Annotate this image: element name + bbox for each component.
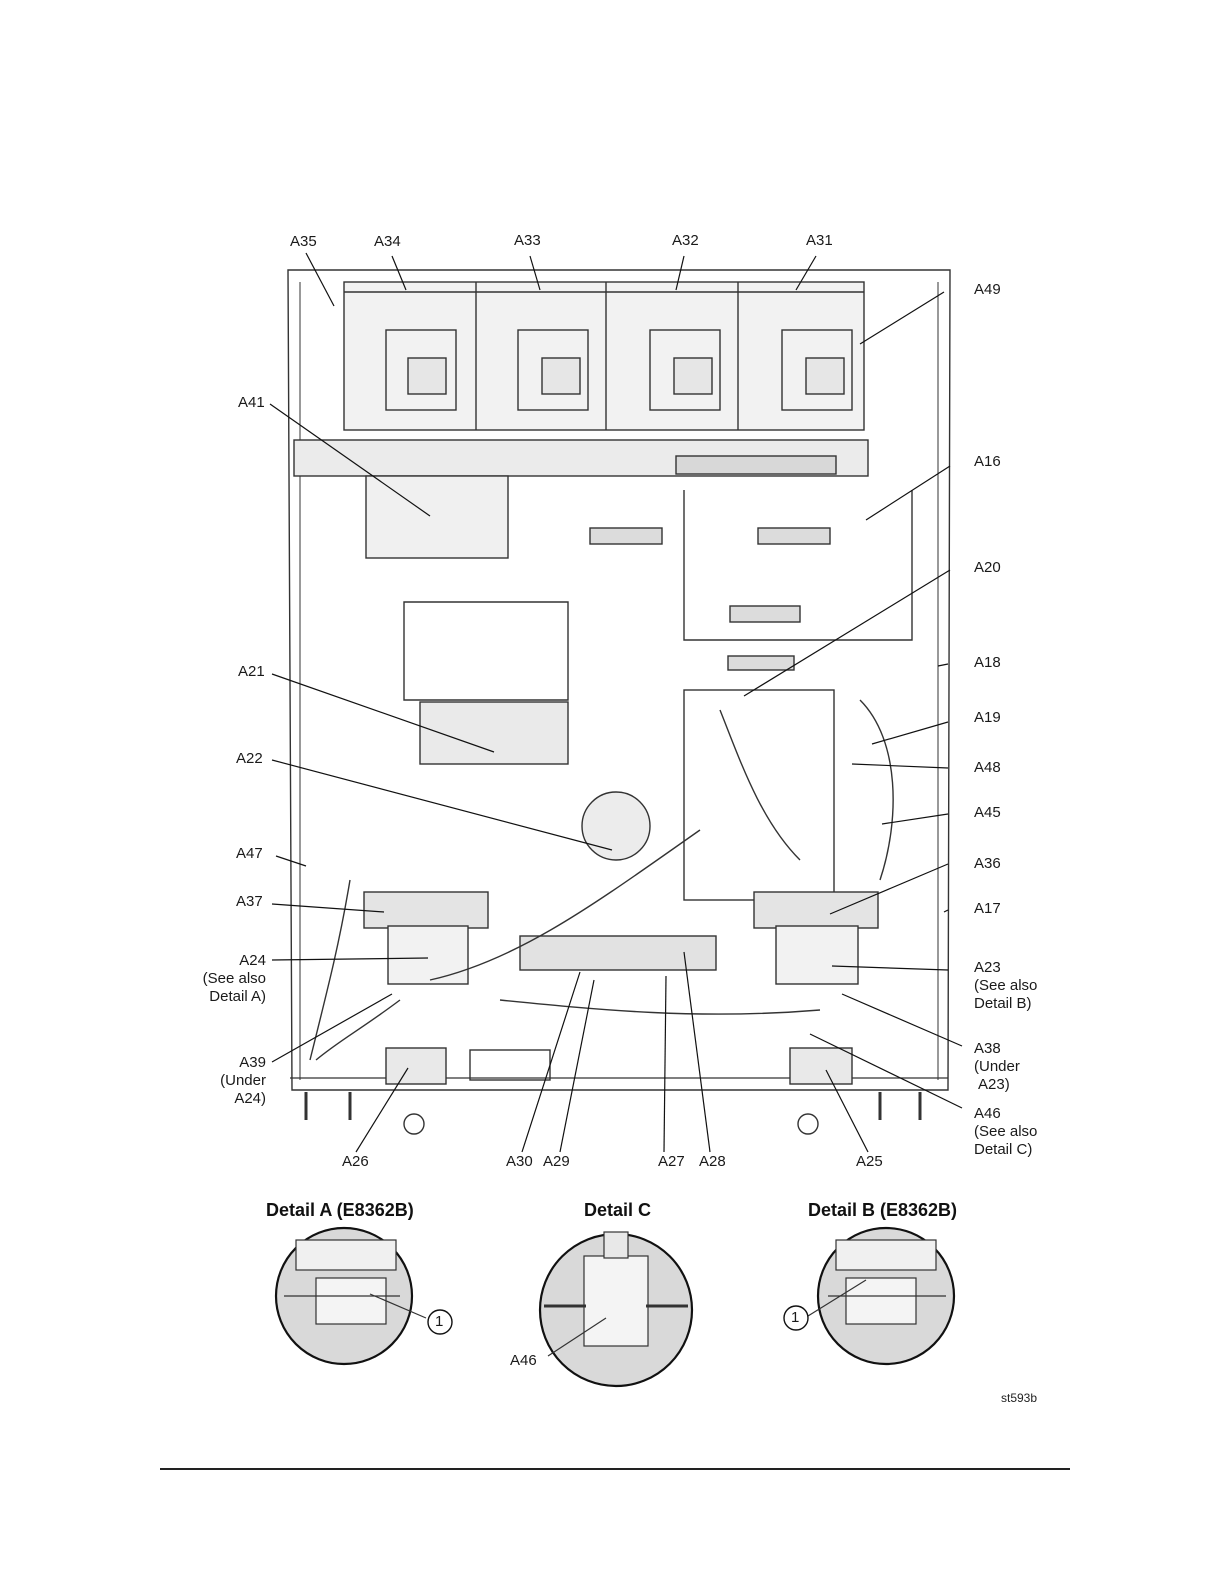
detail-a-marker: 1 bbox=[435, 1313, 443, 1331]
callout-a46-id: A46 bbox=[974, 1105, 1037, 1123]
callout-a38: A38 (Under A23) bbox=[974, 1040, 1020, 1094]
callout-a38-ref: A23) bbox=[974, 1076, 1020, 1094]
callout-a27: A27 bbox=[658, 1153, 685, 1171]
callout-a46-detail: Detail C) bbox=[974, 1141, 1037, 1159]
callout-a39-id: A39 bbox=[196, 1054, 266, 1072]
callout-a20: A20 bbox=[974, 559, 1001, 577]
figure-reference: st593b bbox=[1001, 1391, 1037, 1405]
callout-a25: A25 bbox=[856, 1153, 883, 1171]
callout-a32: A32 bbox=[672, 232, 699, 250]
callout-a18: A18 bbox=[974, 654, 1001, 672]
callout-a38-id: A38 bbox=[974, 1040, 1020, 1058]
callout-a26: A26 bbox=[342, 1153, 369, 1171]
callout-a17: A17 bbox=[974, 900, 1001, 918]
callout-a34: A34 bbox=[374, 233, 401, 251]
callout-a46-note: (See also bbox=[974, 1123, 1037, 1141]
detail-a-title: Detail A (E8362B) bbox=[266, 1200, 414, 1221]
callout-a28: A28 bbox=[699, 1153, 726, 1171]
a41-block bbox=[366, 476, 508, 558]
callout-a29: A29 bbox=[543, 1153, 570, 1171]
callout-a21: A21 bbox=[238, 663, 265, 681]
callout-a23: A23 (See also Detail B) bbox=[974, 959, 1037, 1013]
callout-a36: A36 bbox=[974, 855, 1001, 873]
callout-a24: A24 (See also Detail A) bbox=[186, 952, 266, 1006]
callout-a39-note: (Under bbox=[196, 1072, 266, 1090]
callout-a31: A31 bbox=[806, 232, 833, 250]
callout-a30: A30 bbox=[506, 1153, 533, 1171]
callout-a47: A47 bbox=[236, 845, 263, 863]
callout-a24-note: (See also bbox=[186, 970, 266, 988]
callout-a22: A22 bbox=[236, 750, 263, 768]
footer-rule bbox=[160, 1468, 1070, 1470]
callout-a49: A49 bbox=[974, 281, 1001, 299]
callout-a19: A19 bbox=[974, 709, 1001, 727]
callout-a39: A39 (Under A24) bbox=[196, 1054, 266, 1108]
callout-a41: A41 bbox=[238, 394, 265, 412]
callout-a23-note: (See also bbox=[974, 977, 1037, 995]
detail-c-title: Detail C bbox=[584, 1200, 651, 1221]
callout-a24-detail: Detail A) bbox=[186, 988, 266, 1006]
callout-a38-note: (Under bbox=[974, 1058, 1020, 1076]
top-board-tray bbox=[344, 282, 864, 430]
callout-a48: A48 bbox=[974, 759, 1001, 777]
callout-a23-id: A23 bbox=[974, 959, 1037, 977]
callout-a39-ref: A24) bbox=[196, 1090, 266, 1108]
callout-a45: A45 bbox=[974, 804, 1001, 822]
detail-c-a46-label: A46 bbox=[510, 1352, 537, 1370]
callout-a33: A33 bbox=[514, 232, 541, 250]
callout-a46: A46 (See also Detail C) bbox=[974, 1105, 1037, 1159]
detail-b-title: Detail B (E8362B) bbox=[808, 1200, 957, 1221]
callout-a16: A16 bbox=[974, 453, 1001, 471]
callout-a24-id: A24 bbox=[186, 952, 266, 970]
callout-a23-detail: Detail B) bbox=[974, 995, 1037, 1013]
detail-b-marker: 1 bbox=[791, 1309, 799, 1327]
callout-a37: A37 bbox=[236, 893, 263, 911]
callout-a35: A35 bbox=[290, 233, 317, 251]
